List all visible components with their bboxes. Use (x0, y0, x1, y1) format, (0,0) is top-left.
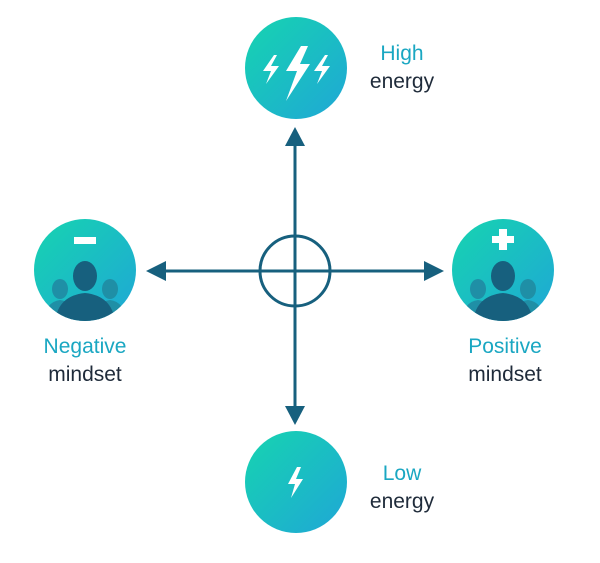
low-energy-label-line1: Low (382, 462, 422, 485)
plus-sign (492, 229, 514, 250)
low-energy-label-line2: energy (369, 490, 435, 513)
negative-mindset-node (34, 219, 136, 321)
high-energy-label-line2: energy (369, 70, 435, 93)
arrow-right (424, 261, 444, 281)
minus-sign (74, 237, 96, 244)
high-energy-label: High energy (362, 40, 442, 96)
arrow-up (285, 127, 305, 146)
arrow-left (146, 261, 166, 281)
triple-lightning-bolt-icon (263, 46, 330, 101)
negative-mindset-label: Negative mindset (25, 333, 145, 389)
negative-mindset-label-line2: mindset (48, 363, 122, 386)
arrow-down (285, 406, 305, 425)
single-lightning-bolt-icon (288, 467, 303, 498)
positive-mindset-node (452, 219, 554, 321)
positive-mindset-label: Positive mindset (445, 333, 565, 389)
positive-mindset-label-line2: mindset (468, 363, 542, 386)
low-energy-node (245, 431, 347, 533)
high-energy-node (245, 17, 347, 119)
negative-mindset-label-line1: Negative (43, 335, 127, 358)
positive-mindset-label-line1: Positive (468, 335, 542, 358)
high-energy-label-line1: High (380, 42, 424, 65)
center-crosshair-circle (258, 234, 332, 308)
low-energy-label: Low energy (362, 460, 442, 516)
axes (146, 127, 444, 425)
